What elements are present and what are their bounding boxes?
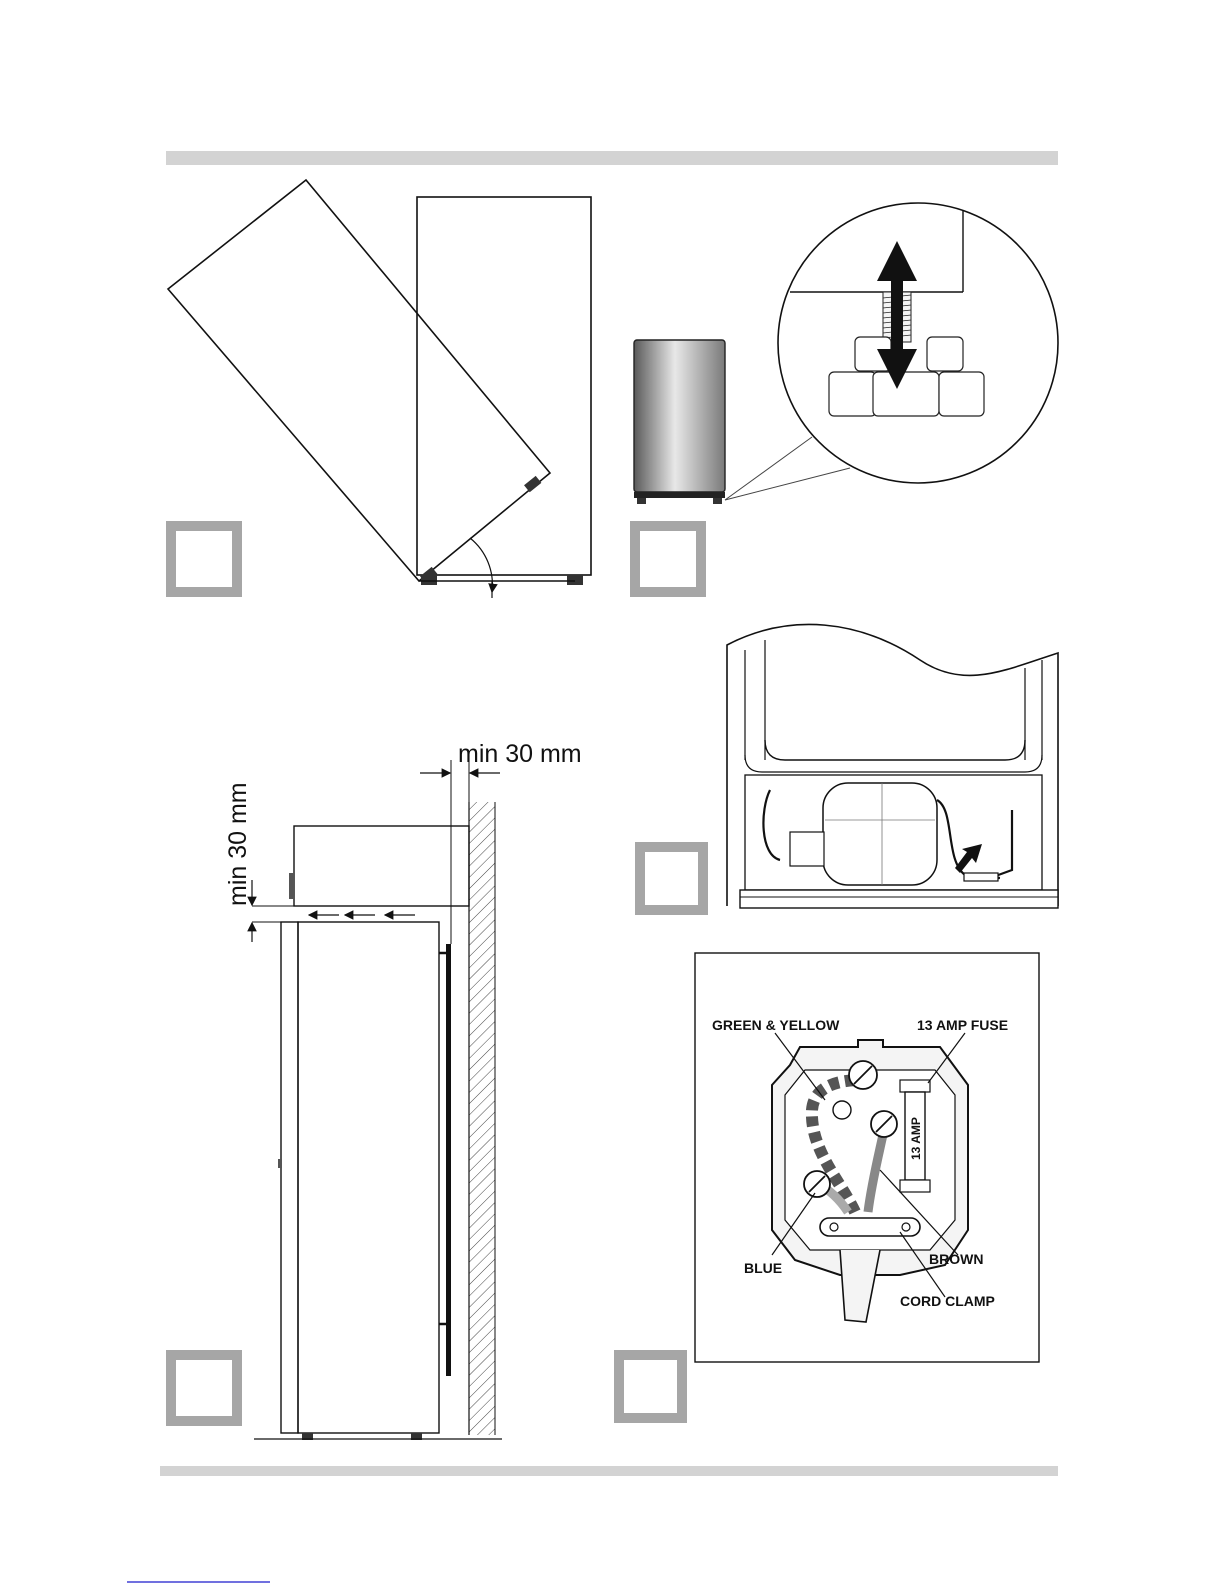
foot-block: [927, 337, 963, 371]
side-clearance-label: min 30 mm: [458, 740, 582, 768]
small-fridge-foot: [637, 498, 646, 504]
figure-marker: [635, 526, 701, 592]
cabinet-base: [740, 890, 1058, 908]
header-rule: [166, 151, 1058, 165]
figure-marker: [171, 526, 237, 592]
wall-hatch: [469, 802, 495, 1435]
small-fridge-foot: [713, 498, 722, 504]
label-fuse: 13 AMP FUSE: [917, 1017, 1008, 1033]
tilted-cabinet: [168, 180, 550, 581]
small-fridge-base: [634, 492, 725, 498]
terminal-screw: [804, 1171, 830, 1197]
compressor-terminal: [790, 832, 824, 866]
figure-marker: [640, 847, 703, 910]
upright-cabinet: [417, 197, 591, 575]
figure-marker: [619, 1355, 682, 1418]
foot-block: [829, 372, 876, 416]
footer-rule: [160, 1466, 1058, 1476]
terminal-screw: [871, 1111, 897, 1137]
rear-condenser: [446, 944, 451, 1376]
figure-clearance: min 30 mm min 30 mm: [171, 740, 582, 1440]
terminal-screw: [849, 1061, 877, 1089]
figure-plug-wiring: 13 AMP GREEN & YELLOW 13 AMP FUSE BLUE B…: [619, 953, 1039, 1418]
label-green-yellow: GREEN & YELLOW: [712, 1017, 840, 1033]
small-fridge: [634, 340, 725, 492]
tilted-foot-top: [524, 476, 541, 492]
upper-cupboard: [294, 826, 469, 906]
label-cord-clamp: CORD CLAMP: [900, 1293, 995, 1309]
callout-line: [725, 437, 812, 500]
hinge: [278, 1159, 282, 1168]
compressor: [823, 783, 937, 885]
label-brown: BROWN: [929, 1251, 983, 1267]
top-clearance-label: min 30 mm: [224, 782, 252, 906]
tilt-angle-arc: [470, 538, 492, 592]
centre-hole: [833, 1101, 851, 1119]
fuse-holder-top: [900, 1080, 930, 1092]
label-blue: BLUE: [744, 1260, 782, 1276]
appliance-door: [281, 922, 298, 1433]
cabinet-inner-wall: [745, 640, 1042, 760]
foot-right: [567, 575, 583, 585]
figure-levelling-feet: [634, 203, 1058, 592]
figure-compressor: [640, 624, 1058, 910]
magnified-view: [778, 203, 1058, 483]
foot-block: [939, 372, 984, 416]
liner-bottom-outer: [745, 755, 1042, 772]
liner-bottom: [765, 740, 1025, 760]
foot-block: [873, 372, 939, 416]
fuse-marking: 13 AMP: [909, 1117, 923, 1160]
pointer-arrow-icon: [955, 844, 982, 873]
figure-tilt: [168, 180, 591, 598]
drip-tray: [964, 873, 998, 881]
callout-line: [725, 468, 850, 500]
figure-marker: [171, 1355, 237, 1421]
fuse-holder-bottom: [900, 1180, 930, 1192]
appliance-body: [298, 922, 439, 1433]
upper-cupboard-handle: [289, 873, 294, 899]
